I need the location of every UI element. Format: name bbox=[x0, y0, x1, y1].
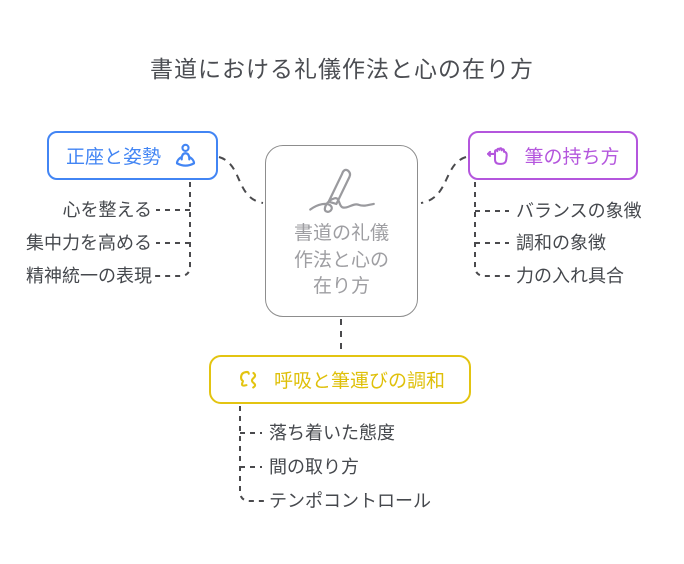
hand-grip-icon bbox=[486, 142, 513, 169]
leaf-item: 間の取り方 bbox=[269, 457, 359, 477]
signature-pen-icon bbox=[300, 161, 384, 217]
breathing-face-icon bbox=[235, 366, 263, 394]
center-node: 書道の礼儀作法と心の在り方 bbox=[265, 145, 418, 317]
connector-purple-to-center bbox=[420, 156, 467, 204]
leaf-item: テンポコントロール bbox=[269, 491, 431, 511]
center-node-label: 書道の礼儀作法と心の在り方 bbox=[293, 223, 389, 298]
branch-node-brush-grip: 筆の持ち方 bbox=[468, 131, 638, 180]
branch-node-label: 呼吸と筆運びの調和 bbox=[273, 371, 445, 392]
branch-bottom-spine bbox=[239, 406, 264, 502]
meditation-person-icon bbox=[172, 142, 199, 169]
branch-node-label: 正座と姿勢 bbox=[65, 147, 161, 168]
branch-node-label: 筆の持ち方 bbox=[524, 147, 620, 168]
leaf-item: 調和の象徴 bbox=[516, 233, 606, 253]
branch-left-spine bbox=[155, 182, 191, 277]
leaf-item: 力の入れ具合 bbox=[516, 266, 624, 286]
branch-node-breath-harmony: 呼吸と筆運びの調和 bbox=[209, 355, 471, 404]
connector-blue-to-center bbox=[218, 156, 264, 204]
leaf-item: バランスの象徴 bbox=[516, 201, 642, 221]
leaf-item: 落ち着いた態度 bbox=[269, 423, 395, 443]
branch-right-spine bbox=[474, 182, 510, 277]
diagram-title: 書道における礼儀作法と心の在り方 bbox=[150, 56, 534, 82]
leaf-item: 心を整える bbox=[62, 200, 152, 220]
branch-node-seiza-posture: 正座と姿勢 bbox=[47, 131, 218, 180]
leaf-item: 精神統一の表現 bbox=[26, 266, 152, 286]
leaf-item: 集中力を高める bbox=[26, 233, 152, 253]
